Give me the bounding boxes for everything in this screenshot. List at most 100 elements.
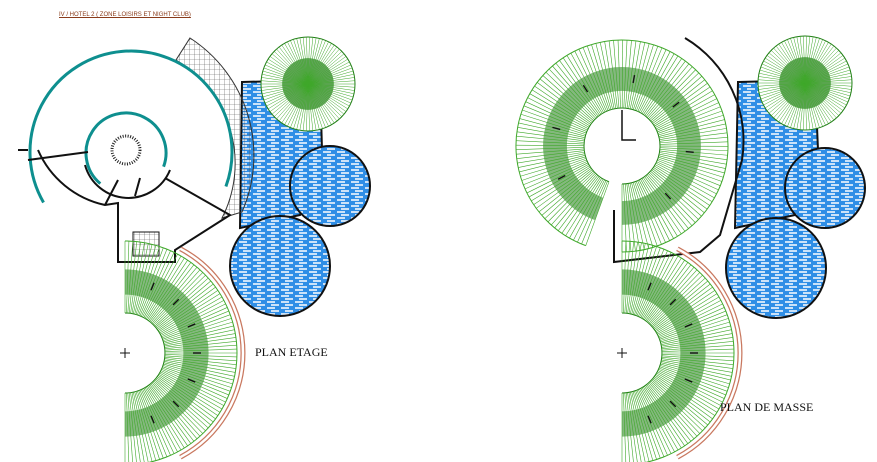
tree-ray	[804, 50, 839, 84]
tree-ray	[804, 82, 823, 127]
tree-ray	[799, 82, 806, 130]
fan-ray	[126, 241, 130, 314]
tree-ray	[804, 40, 826, 84]
fan-ray	[653, 86, 711, 126]
tree-ray	[281, 44, 309, 85]
fan-ray	[573, 179, 605, 241]
fan-ray	[648, 173, 696, 223]
tree-ray	[804, 69, 851, 84]
tree-ray	[793, 37, 806, 84]
tree-ray	[804, 72, 852, 84]
fan-ray	[661, 340, 734, 350]
tree-ray	[804, 82, 829, 124]
fan-ray	[161, 307, 228, 338]
fan-ray	[148, 385, 192, 444]
fan-ray	[516, 147, 585, 150]
arrow-marker	[684, 378, 693, 383]
pool-basin	[289, 145, 371, 227]
fan-ray	[143, 253, 178, 318]
fan-ray	[516, 148, 585, 155]
arrow-marker	[150, 415, 155, 424]
tree-ray	[278, 83, 309, 122]
fan-ray	[555, 62, 599, 117]
fan-ray	[655, 162, 717, 195]
fan-ray	[642, 386, 682, 449]
fan-ray	[653, 377, 711, 423]
fan-ray	[163, 363, 233, 385]
tree-ray	[804, 79, 852, 84]
fan-ray	[164, 344, 237, 351]
tree-ray	[796, 82, 806, 130]
fan-ray	[637, 180, 666, 243]
fan-ray	[164, 361, 235, 377]
fan-ray	[133, 243, 149, 314]
fan-ray	[133, 392, 149, 462]
fan-ray	[654, 164, 715, 199]
tree-ray	[307, 38, 320, 85]
fan-ray	[659, 141, 728, 145]
tree-ray	[266, 61, 309, 85]
fan-ray	[149, 264, 195, 322]
tree-ray	[287, 41, 309, 85]
tree-ray	[804, 60, 847, 84]
fan-ray	[623, 241, 627, 314]
fan-ray	[652, 378, 708, 426]
fan-ray	[624, 241, 631, 314]
fan-ray	[634, 390, 657, 460]
fan-ray	[519, 154, 586, 173]
pool-basin	[784, 147, 866, 229]
fan-ray	[631, 182, 649, 249]
tree-ray	[284, 43, 309, 85]
plan-etage-label: PLAN ETAGE	[255, 345, 328, 359]
tree-ray	[804, 45, 835, 84]
tree-ray	[307, 46, 338, 85]
fan-ray	[516, 135, 585, 143]
tree-ray	[307, 44, 335, 85]
tree-ray	[266, 83, 309, 107]
fan-ray	[631, 244, 650, 315]
tree-ray	[290, 83, 309, 128]
tree-ray	[790, 38, 806, 84]
tree-ray	[307, 37, 317, 85]
fan-ray	[648, 69, 696, 119]
tree-ray	[307, 83, 352, 104]
fan-ray	[634, 46, 659, 111]
fan-ray	[524, 161, 588, 190]
fan-ray	[644, 176, 686, 232]
fan-ray	[658, 119, 725, 137]
fan-ray	[523, 105, 587, 132]
fan-ray	[162, 366, 231, 392]
fan-ray	[151, 269, 201, 324]
fan-ray	[652, 83, 708, 124]
tree-ray	[758, 82, 806, 87]
tree-ray	[758, 82, 806, 94]
fan-ray	[636, 47, 663, 111]
fan-ray	[629, 42, 646, 109]
fan-ray	[646, 66, 693, 118]
fan-ray	[157, 375, 219, 416]
tree-ray	[758, 72, 806, 84]
fan-ray	[127, 392, 133, 462]
tree-ray	[271, 53, 309, 85]
tree-ray	[796, 36, 806, 84]
fan-ray	[551, 174, 597, 226]
fan-ray	[652, 280, 708, 328]
tree-ray	[307, 83, 310, 131]
pool-basin	[725, 217, 827, 319]
fan-ray	[537, 82, 592, 124]
fan-ray	[140, 389, 171, 456]
fan-ray	[155, 280, 211, 328]
fan-ray	[658, 156, 724, 178]
tree-ray	[758, 76, 806, 84]
tree-ray	[804, 82, 814, 130]
fan-ray	[131, 392, 145, 462]
arrow-marker	[150, 282, 155, 291]
tree-ray	[804, 42, 829, 84]
tree-ray	[307, 83, 332, 125]
fan-ray	[649, 172, 699, 220]
fan-ray	[157, 286, 216, 330]
fan-ray	[640, 388, 675, 453]
fan-ray	[654, 376, 713, 420]
fan-ray	[658, 155, 725, 174]
